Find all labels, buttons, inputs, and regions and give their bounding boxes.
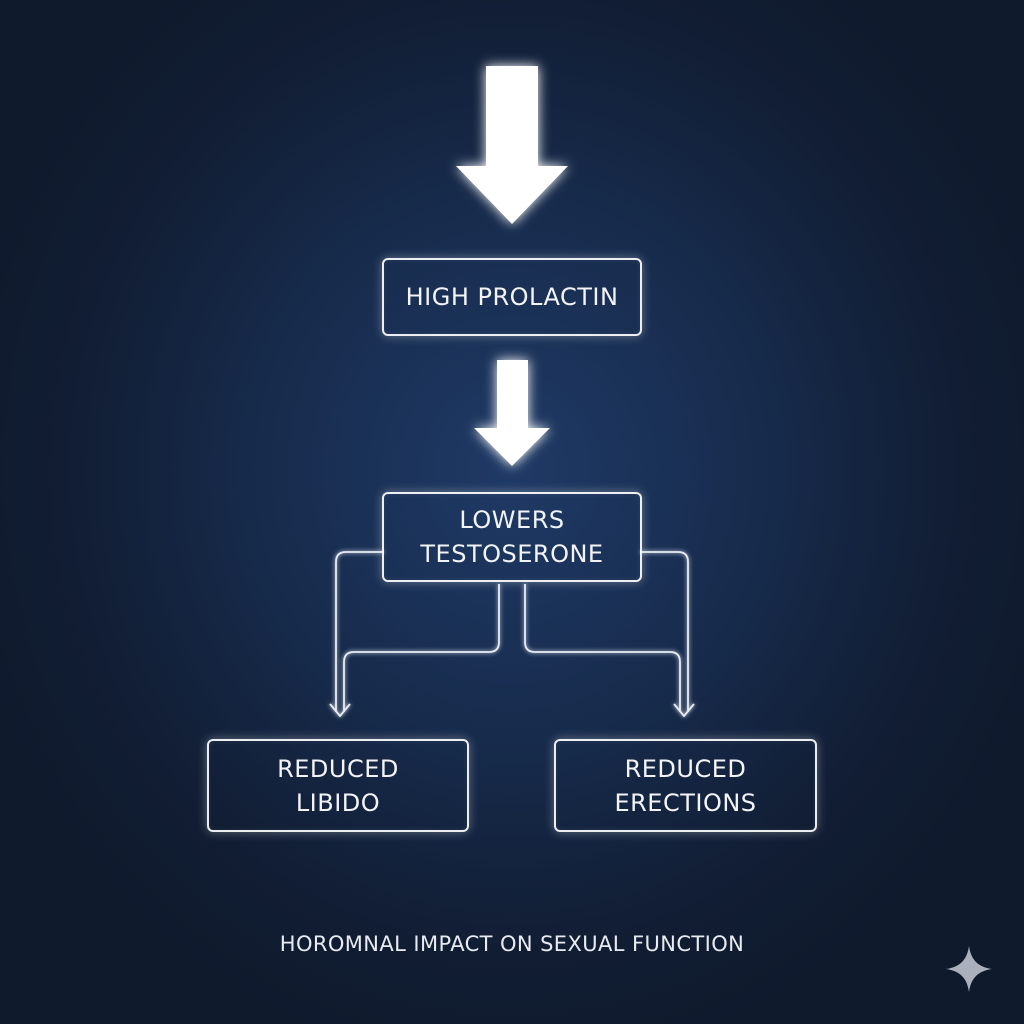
down-arrow-icon bbox=[456, 66, 568, 224]
node-reduced-libido: REDUCED LIBIDO bbox=[207, 739, 469, 832]
arrowhead-left bbox=[329, 703, 351, 717]
node-label-line1: LOWERS bbox=[459, 506, 565, 534]
node-high-prolactin: HIGH PROLACTIN bbox=[382, 258, 642, 336]
node-label-line2: TESTOSERONE bbox=[420, 540, 604, 568]
connector-right-inner bbox=[524, 584, 681, 712]
connector-left-outer bbox=[335, 551, 384, 712]
connector-right-outer bbox=[640, 551, 689, 712]
connector-left-inner bbox=[343, 584, 500, 712]
diagram-caption: HOROMNAL IMPACT ON SEXUAL FUNCTION bbox=[279, 932, 745, 956]
node-reduced-erections: REDUCED ERECTIONS bbox=[554, 739, 817, 832]
node-label-line1: REDUCED bbox=[277, 754, 399, 783]
node-label-line2: LIBIDO bbox=[295, 788, 381, 817]
arrowhead-right bbox=[673, 703, 695, 717]
node-label: HIGH PROLACTIN bbox=[405, 283, 619, 311]
down-arrow-icon bbox=[474, 360, 550, 466]
sparkle-icon bbox=[946, 946, 992, 992]
node-lowers-testosterone: LOWERS TESTOSERONE bbox=[382, 492, 642, 582]
node-label-line2: ERECTIONS bbox=[614, 788, 757, 817]
node-label-line1: REDUCED bbox=[624, 754, 747, 783]
